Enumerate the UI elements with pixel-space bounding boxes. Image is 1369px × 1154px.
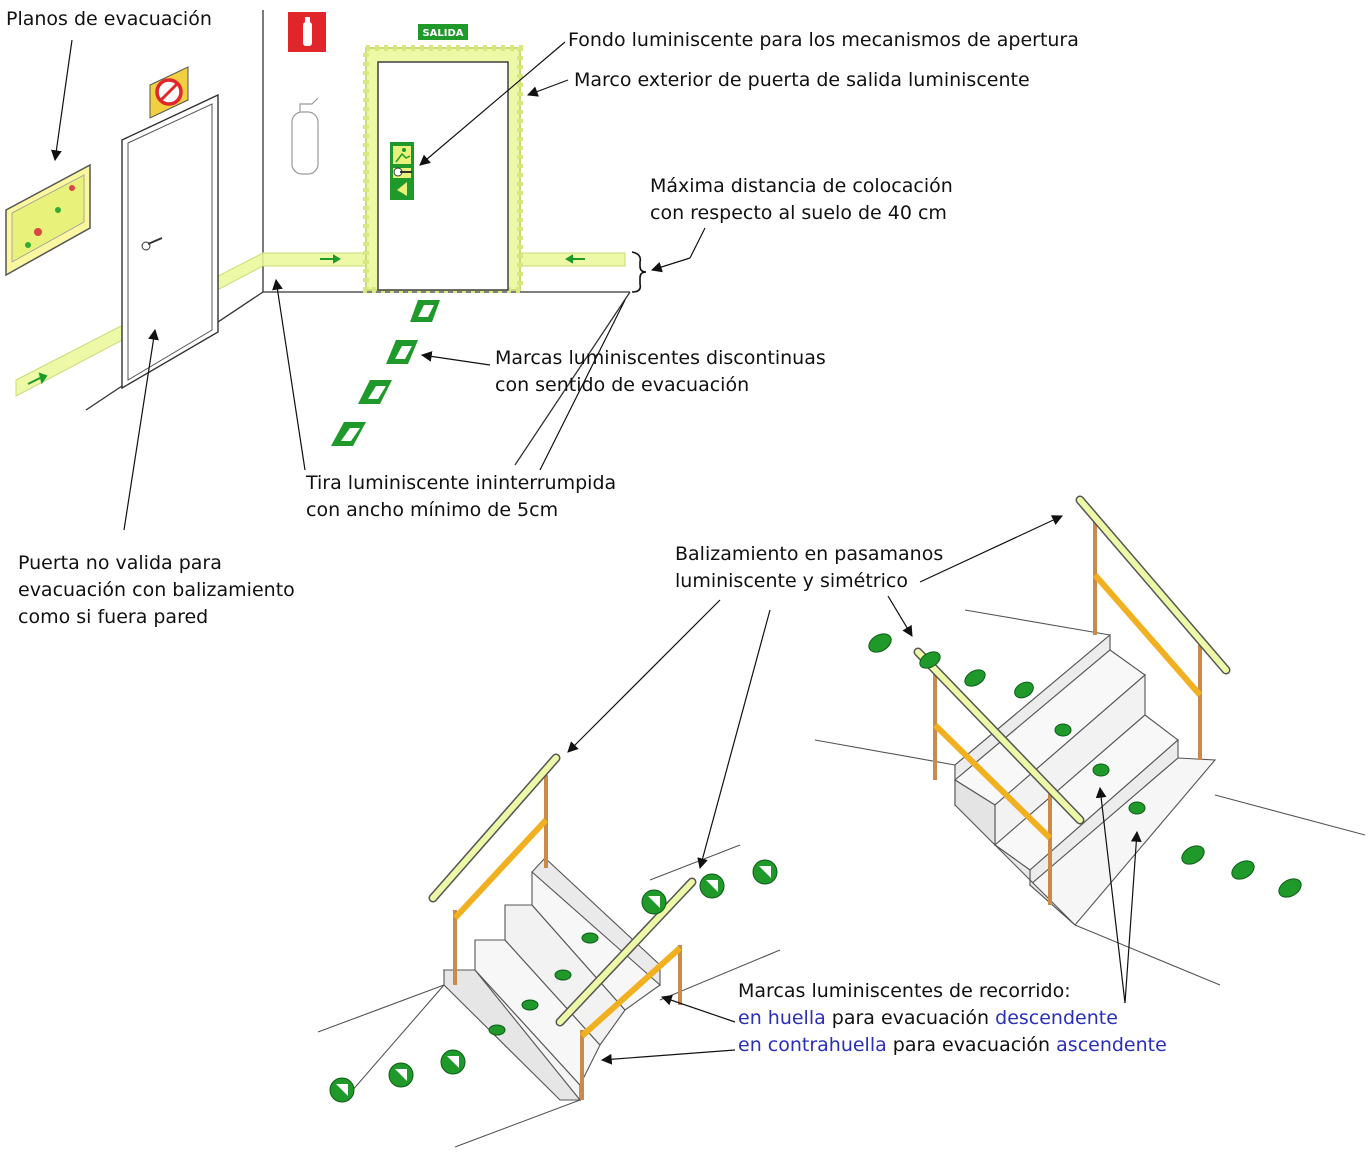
evacuation-plan-board xyxy=(5,163,91,277)
label-contra-c: ascendente xyxy=(1056,1034,1167,1056)
door-handle-icon xyxy=(393,167,412,177)
floor-mark-icon xyxy=(358,380,392,404)
callout-baliz-b xyxy=(697,609,771,870)
fire-extinguisher-outline-icon xyxy=(291,97,319,175)
oval-mark-icon xyxy=(1278,878,1302,898)
label-puerta-1: Puerta no valida para xyxy=(18,552,222,574)
height-bracket xyxy=(631,251,647,293)
label-maxima-1: Máxima distancia de colocación xyxy=(650,175,953,197)
step-mark-icon xyxy=(554,969,572,981)
label-contrahuella-line: en contrahuella para evacuación ascenden… xyxy=(738,1032,1167,1059)
callout-puerta xyxy=(123,328,159,531)
callout-huella-b xyxy=(1095,786,1126,1004)
handrails-right xyxy=(913,495,1231,905)
step-mark-icon xyxy=(581,932,599,944)
oval-mark-icon xyxy=(1014,681,1034,699)
callout-contra-b xyxy=(1124,830,1142,1004)
label-huella-b: para evacuación xyxy=(825,1007,996,1029)
label-balizamiento-2: luminiscente y simétrico xyxy=(675,570,908,592)
label-huella-c: descendente xyxy=(995,1007,1118,1029)
step-marks-right xyxy=(1054,723,1146,815)
callout-marcas-disc xyxy=(420,351,491,366)
step-mark-icon xyxy=(1054,723,1072,737)
callout-baliz-d xyxy=(887,595,913,637)
step-marks-left xyxy=(488,932,599,1036)
label-recorrido-title: Marcas luminiscentes de recorrido: xyxy=(738,980,1071,1002)
exit-door xyxy=(363,45,523,293)
label-marcas-disc-2: con sentido de evacuación xyxy=(495,374,750,396)
label-balizamiento-1: Balizamiento en pasamanos xyxy=(675,543,944,565)
label-puerta-3: como si fuera pared xyxy=(18,606,209,628)
callout-maxima xyxy=(689,227,706,259)
step-mark-icon xyxy=(521,999,539,1011)
label-contra-b: para evacuación xyxy=(886,1034,1057,1056)
callout-marco xyxy=(526,79,569,97)
label-marco: Marco exterior de puerta de salida lumin… xyxy=(574,69,1030,91)
step-mark-icon xyxy=(488,1024,506,1036)
floor-mark-icon xyxy=(386,340,418,364)
callout-tira xyxy=(272,278,306,471)
oval-mark-icon xyxy=(964,669,986,687)
oval-mark-icon xyxy=(1181,845,1205,865)
handrails-left xyxy=(428,753,697,1100)
no-exit-sign-icon xyxy=(149,66,189,119)
callout-baliz-a xyxy=(567,599,721,753)
step-mark-icon xyxy=(1092,763,1110,777)
exit-sign-text: SALIDA xyxy=(422,28,463,39)
oval-mark-icon xyxy=(868,633,892,653)
non-exit-door xyxy=(121,93,219,390)
callout-planos xyxy=(51,39,73,162)
callout-lines xyxy=(51,39,1142,1065)
floor-oval-marks-right xyxy=(868,633,1302,898)
discontinuous-floor-marks xyxy=(331,300,440,446)
label-contra-a: en contrahuella xyxy=(738,1034,887,1056)
oval-mark-icon xyxy=(919,651,941,669)
label-tira-1: Tira luminiscente ininterrumpida xyxy=(306,472,617,494)
floor-mark-icon xyxy=(331,422,366,446)
exit-sign: SALIDA xyxy=(418,24,468,40)
callout-contra-a xyxy=(600,1049,736,1065)
fire-extinguisher-sign-icon xyxy=(288,12,326,52)
label-huella-line: en huella para evacuación descendente xyxy=(738,1005,1118,1032)
label-maxima-2: con respecto al suelo de 40 cm xyxy=(650,202,947,224)
callout-tira-2 xyxy=(539,299,626,471)
step-mark-icon xyxy=(1128,801,1146,815)
floor-right-line xyxy=(514,291,631,466)
label-huella-a: en huella xyxy=(738,1007,826,1029)
floor-mark-icon xyxy=(410,300,440,322)
label-fondo: Fondo luminiscente para los mecanismos d… xyxy=(568,29,1079,51)
callout-baliz-c xyxy=(919,515,1063,583)
label-puerta-2: evacuación con balizamiento xyxy=(18,579,295,601)
callout-fondo xyxy=(419,41,566,166)
callout-huella-a xyxy=(660,995,736,1023)
label-marcas-disc-1: Marcas luminiscentes discontinuas xyxy=(495,347,826,369)
stairs-right xyxy=(814,609,1366,986)
label-planos: Planos de evacuación xyxy=(6,8,212,30)
oval-mark-icon xyxy=(1231,860,1255,880)
label-tira-2: con ancho mínimo de 5cm xyxy=(306,499,559,521)
